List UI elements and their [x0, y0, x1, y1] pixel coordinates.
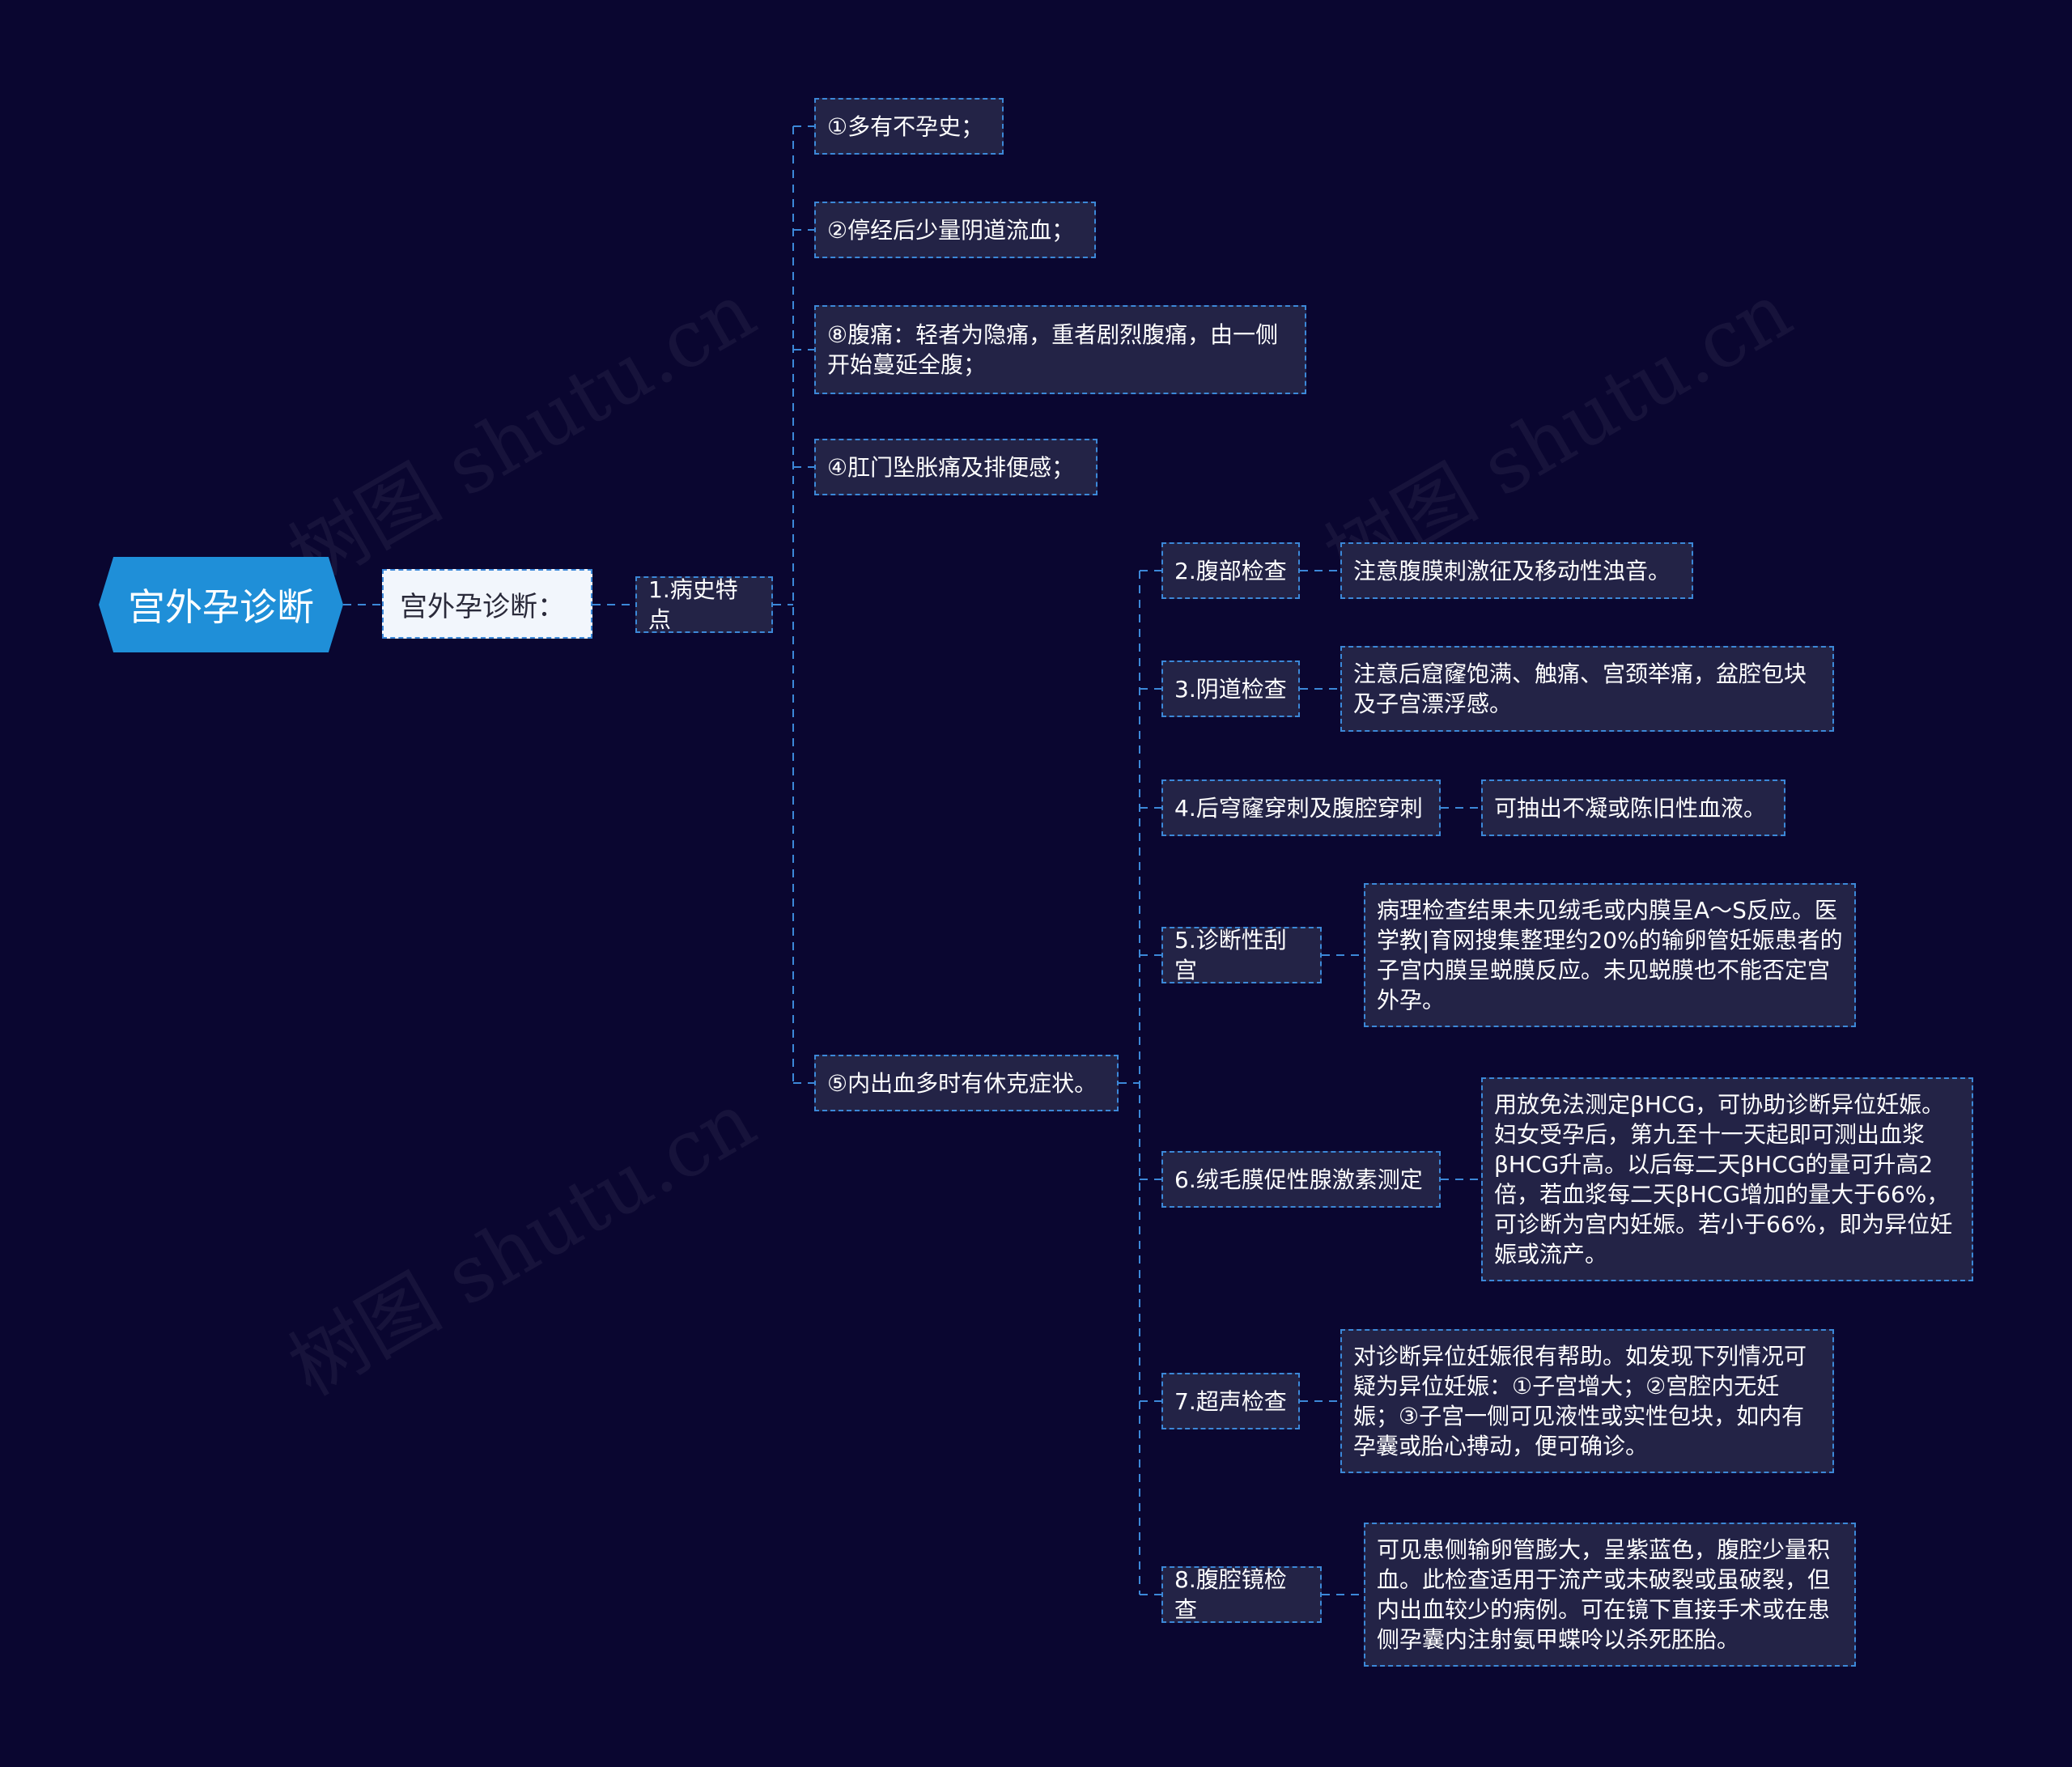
exam-curettage-detail[interactable]: 病理检查结果未见绒毛或内膜呈A～S反应。医学教|育网搜集整理约20%的输卵管妊娠… — [1364, 883, 1856, 1027]
history-item-4[interactable]: ④肛门坠胀痛及排便感； — [814, 439, 1098, 495]
exam-laparoscopy[interactable]: 8.腹腔镜检查 — [1161, 1566, 1322, 1623]
exam-abdominal[interactable]: 2.腹部检查 — [1161, 542, 1300, 599]
exam-ultrasound[interactable]: 7.超声检查 — [1161, 1373, 1300, 1429]
exam-hcg[interactable]: 6.绒毛膜促性腺激素测定 — [1161, 1151, 1441, 1208]
exam-curettage[interactable]: 5.诊断性刮宫 — [1161, 927, 1322, 983]
history-item-3[interactable]: ⑧腹痛：轻者为隐痛，重者剧烈腹痛，由一侧开始蔓延全腹； — [814, 305, 1306, 394]
exam-ultrasound-detail[interactable]: 对诊断异位妊娠很有帮助。如发现下列情况可疑为异位妊娠：①子宫增大；②宫腔内无妊娠… — [1340, 1329, 1834, 1473]
exam-puncture[interactable]: 4.后穹窿穿刺及腹腔穿刺 — [1161, 779, 1441, 836]
history-item-2[interactable]: ②停经后少量阴道流血； — [814, 202, 1096, 258]
exam-hcg-detail[interactable]: 用放免法测定βHCG，可协助诊断异位妊娠。妇女受孕后，第九至十一天起即可测出血浆… — [1481, 1077, 1973, 1281]
exam-vaginal-detail[interactable]: 注意后窟窿饱满、触痛、宫颈举痛，盆腔包块及子宫漂浮感。 — [1340, 646, 1834, 732]
exam-abdominal-detail[interactable]: 注意腹膜刺激征及移动性浊音。 — [1340, 542, 1693, 599]
history-item-5[interactable]: ⑤内出血多时有休克症状。 — [814, 1055, 1119, 1111]
root-node[interactable]: 宫外孕诊断 — [99, 557, 343, 652]
exam-puncture-detail[interactable]: 可抽出不凝或陈旧性血液。 — [1481, 779, 1785, 836]
subtopic-node[interactable]: 宫外孕诊断： — [382, 569, 592, 639]
history-node[interactable]: 1.病史特点 — [635, 576, 773, 633]
exam-laparoscopy-detail[interactable]: 可见患侧输卵管膨大，呈紫蓝色，腹腔少量积血。此检查适用于流产或未破裂或虽破裂，但… — [1364, 1523, 1856, 1667]
exam-vaginal[interactable]: 3.阴道检查 — [1161, 661, 1300, 717]
history-item-1[interactable]: ①多有不孕史； — [814, 98, 1004, 155]
